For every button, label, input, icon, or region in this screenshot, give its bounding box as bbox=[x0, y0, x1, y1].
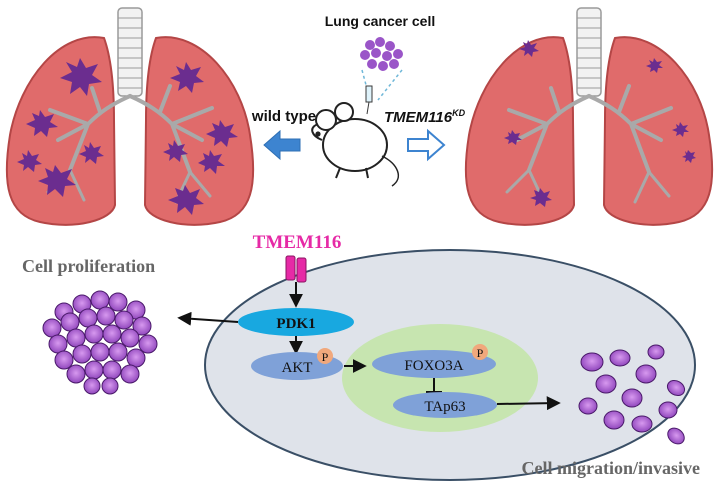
cell-migration-label: Cell migration/invasive bbox=[522, 458, 701, 478]
left-lung-lobe bbox=[464, 36, 576, 226]
right-lung-lobe bbox=[602, 36, 714, 226]
proliferation-cell-cluster bbox=[42, 290, 158, 395]
tmem116-kd-base: TMEM116 bbox=[384, 109, 453, 126]
arrow-to-wild-type bbox=[263, 129, 301, 161]
tap63-node bbox=[393, 392, 497, 418]
bronchi bbox=[505, 84, 673, 204]
tap63-label: TAp63 bbox=[424, 399, 465, 415]
cancer-cell-cluster bbox=[360, 37, 403, 71]
cell-proliferation-label: Cell proliferation bbox=[22, 256, 155, 276]
lungs-wild-type bbox=[5, 7, 255, 226]
lungs-knockdown bbox=[464, 7, 714, 226]
tmem116-receptor bbox=[285, 255, 307, 283]
inhibition-foxo3a-to-tap63 bbox=[426, 378, 442, 393]
wild-type-label: wild type bbox=[251, 108, 316, 125]
arrow-to-knockdown bbox=[407, 128, 446, 162]
akt-phospho-badge bbox=[317, 348, 333, 364]
foxo3a-node bbox=[372, 350, 496, 378]
tumor-nodules-small bbox=[504, 40, 696, 207]
akt-phospho-label: P bbox=[322, 350, 329, 364]
arrow-tap63-to-migration bbox=[496, 396, 561, 411]
right-lung-lobe bbox=[143, 36, 255, 226]
tmem116-label: TMEM116 bbox=[253, 232, 342, 253]
syringe-icon bbox=[365, 85, 373, 115]
foxo3a-label: FOXO3A bbox=[404, 358, 463, 374]
tmem116-kd-superscript: KD bbox=[452, 108, 465, 118]
foxo3a-phospho-label: P bbox=[477, 346, 484, 360]
trachea bbox=[576, 7, 602, 97]
trachea bbox=[117, 7, 143, 97]
tmem116-kd-label: TMEM116KD bbox=[384, 108, 466, 126]
arrow-pdk1-to-proliferation bbox=[177, 311, 239, 326]
migrating-cells bbox=[578, 344, 686, 445]
pdk1-node bbox=[238, 308, 354, 336]
pdk1-label: PDK1 bbox=[276, 316, 315, 332]
mouse-icon bbox=[311, 102, 400, 187]
foxo3a-phospho-badge bbox=[472, 344, 488, 360]
tumor-nodules bbox=[17, 58, 238, 215]
akt-label: AKT bbox=[282, 360, 313, 376]
left-lung-lobe bbox=[5, 36, 117, 226]
lung-cancer-cell-label: Lung cancer cell bbox=[325, 13, 435, 29]
